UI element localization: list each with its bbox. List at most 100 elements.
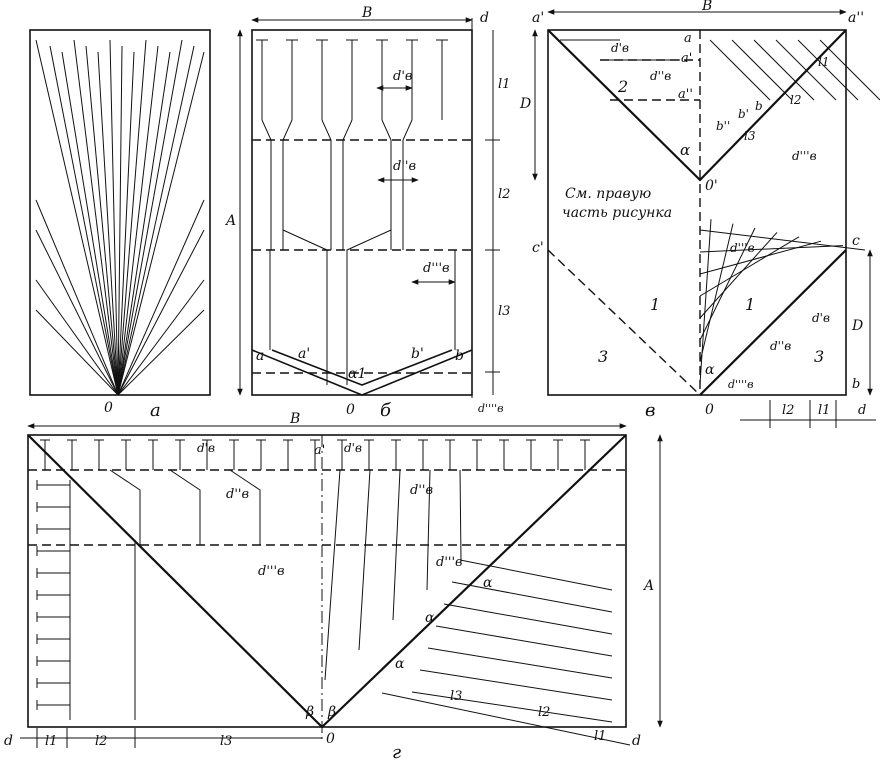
d1-label-g2: d'в (344, 441, 362, 455)
hatch-duct (775, 39, 837, 101)
vertical-branch (392, 469, 401, 621)
l2-label: l2 (498, 187, 510, 202)
d-label-g: d (4, 733, 13, 749)
inclined-duct (459, 559, 613, 591)
merge-duct (169, 469, 201, 545)
d1-lower-label: d'в (812, 311, 830, 325)
merge-duct (109, 469, 141, 545)
merge-duct (342, 119, 353, 250)
ray-line (109, 39, 119, 396)
panel-v-caption: в (645, 400, 655, 421)
a-dprime-label-v: a'' (678, 87, 693, 102)
ray-line (35, 309, 119, 396)
l2-label-g: l2 (95, 734, 107, 749)
diagonal-duct (699, 227, 756, 341)
ray-fan (35, 39, 205, 396)
inclined-duct (451, 581, 613, 613)
l1-label: l1 (498, 77, 510, 92)
merge-duct (261, 119, 272, 250)
a-prime-g: a' (314, 443, 325, 458)
l1-label-g: l1 (45, 734, 57, 749)
alpha-g2: α (425, 610, 435, 626)
alpha-upper: α (680, 141, 690, 159)
panel-b-origin: 0 (346, 402, 355, 418)
ray-line (73, 39, 119, 396)
hatch-duct (797, 39, 859, 101)
zone-3-left: 3 (598, 347, 608, 366)
panel-g-caption: г (392, 742, 401, 762)
ray-line (49, 45, 119, 396)
d3-label-g2: d'''в (436, 555, 463, 570)
d4-lower-label: d''''в (728, 378, 754, 391)
width-label: B (361, 5, 372, 21)
d2-label-g: d''в (226, 487, 249, 502)
ray-line (97, 51, 119, 396)
apex-label: 0' (705, 178, 718, 194)
ray-line (117, 45, 123, 396)
d2-lower-label: d''в (770, 339, 791, 353)
panel-g: B A β β 0 a' d'в d'в d''в d''в d'''в d''… (4, 411, 663, 762)
b-label-v: b (755, 99, 763, 113)
panel-v: B a' a'' D 0' α 2 d'в d''в a a' a'' b b'… (519, 0, 880, 428)
panel-b-frame (251, 29, 473, 396)
gap-label: d (480, 10, 489, 26)
top-left-label: a' (532, 10, 544, 26)
diagonal-duct (699, 232, 778, 319)
ray-line (61, 51, 119, 396)
merge-duct (321, 119, 332, 250)
vertical-branch (459, 469, 462, 561)
hatch-duct (819, 39, 880, 101)
panel-b: B d A l1 l2 l3 a a' b' b α1 0 б d'в d''в… (224, 5, 510, 421)
a-prime-label: a' (298, 346, 310, 362)
ray-line (117, 45, 195, 396)
ray-line (85, 45, 119, 396)
l1-label-v: l1 (818, 403, 830, 418)
panel-a-caption: а (150, 400, 161, 421)
beta-right: β (327, 704, 336, 720)
b-label: b (455, 348, 464, 364)
panel-a: 0 а (29, 29, 211, 421)
b-prime-label: b' (411, 346, 424, 362)
hatch-duct (709, 39, 771, 101)
merge-duct (402, 119, 413, 250)
ray-line (117, 51, 135, 396)
diagonal-duct (699, 236, 800, 297)
ray-line (117, 51, 171, 396)
zone-1-left: 1 (650, 295, 660, 314)
ray-line (117, 279, 205, 396)
D-top-label: D (519, 96, 531, 112)
trunk-duct (282, 229, 328, 385)
note-line-2: часть рисунка (562, 205, 672, 221)
b-dprime-label-v: b'' (716, 119, 730, 133)
inclined-duct (435, 625, 613, 657)
ray-line (35, 279, 119, 396)
inclined-duct (427, 647, 613, 679)
panel-g-origin: 0 (326, 731, 335, 747)
l3-incl-label: l3 (450, 689, 462, 704)
panel-g-frame (27, 434, 627, 728)
d3-label-g: d'''в (258, 564, 285, 579)
vertical-branch (324, 469, 341, 681)
diagonal-duct (699, 223, 734, 363)
a-label: a (256, 348, 264, 364)
a-prime-label-v: a' (681, 51, 692, 66)
merge-duct (381, 119, 392, 250)
ray-line (117, 229, 205, 396)
hatch-duct (731, 39, 793, 101)
b-prime-label-v: b' (738, 107, 749, 121)
panel-v-origin: 0 (705, 402, 714, 418)
l3-label-g: l3 (220, 734, 232, 749)
l2-incl-label: l2 (538, 705, 550, 720)
d2-label-v: d''в (650, 69, 671, 83)
trunk-duct (346, 229, 392, 385)
ray-line (117, 45, 159, 396)
diagonal-ducts (560, 39, 880, 385)
hatch-duct (753, 39, 815, 101)
right-inclined-ducts (324, 469, 613, 723)
zone-1-right: 1 (745, 295, 755, 314)
note-line-1: См. правую (565, 186, 651, 202)
d1-label: d'в (393, 69, 412, 84)
merge-duct (229, 469, 261, 545)
zone-2-label: 2 (617, 77, 628, 96)
